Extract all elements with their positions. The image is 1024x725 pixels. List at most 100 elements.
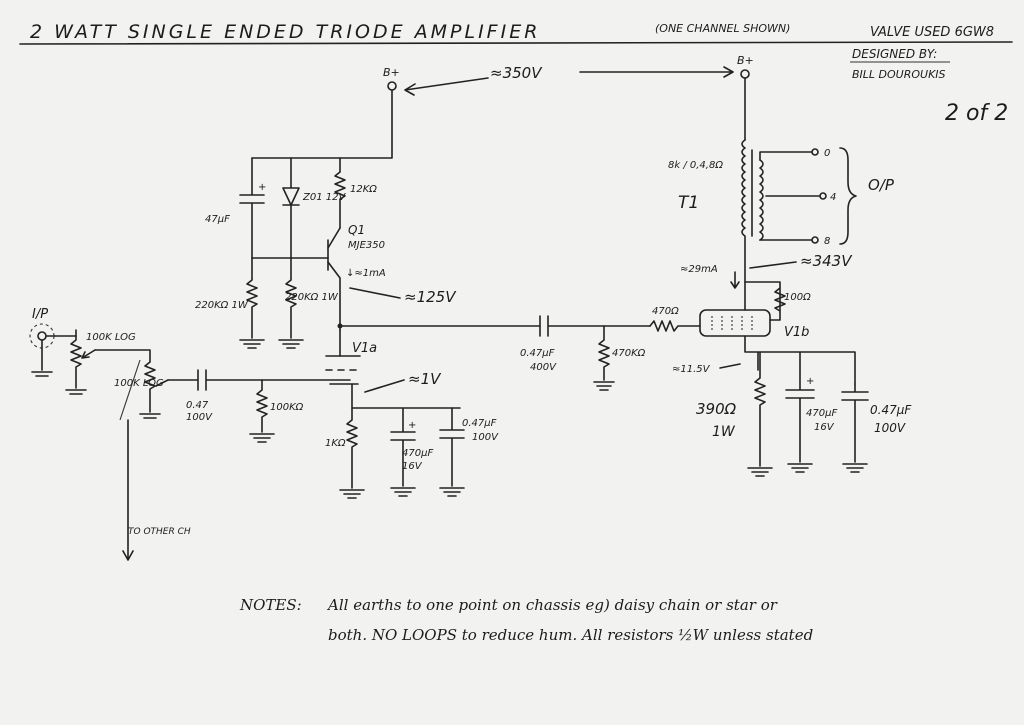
supply-voltage-label: ≈350V	[490, 64, 543, 82]
tap-4-terminal	[819, 192, 827, 200]
resistor-100k-grid	[256, 379, 268, 433]
resistor-390-cathode	[754, 351, 766, 467]
resistor-220k-b-label: 220KΩ 1W	[285, 292, 339, 303]
bypass-capacitor-47uf	[239, 157, 265, 259]
resistor-1k	[346, 407, 358, 489]
q1-current: ↓≈1mA	[346, 268, 386, 279]
cap-470uf-v1b-rating: 16V	[814, 422, 835, 433]
ground-symbol	[239, 339, 265, 349]
coupling-cap-value: 0.47µF	[520, 348, 555, 359]
ground-symbol	[278, 339, 304, 349]
output-brace	[839, 147, 857, 245]
bypass-cap-plus: +	[258, 182, 266, 193]
bypass-cap-label: 47µF	[205, 214, 230, 225]
resistor-220k-a	[246, 257, 258, 339]
input-coupling-capacitor	[167, 369, 351, 391]
arrow-to-left-b-plus	[404, 77, 489, 96]
b-plus-left-label: B+	[383, 66, 400, 79]
cathode-voltage-pointer	[364, 379, 405, 393]
plate-voltage-pointer	[349, 287, 401, 299]
notes-label: NOTES:	[239, 596, 302, 614]
resistor-12k-label: 12KΩ	[350, 184, 377, 195]
b-plus-feed-wire	[251, 89, 393, 159]
designer-name: BILL DOUROUKIS	[852, 68, 946, 81]
input-ground	[31, 339, 53, 377]
ground-symbol	[390, 487, 416, 497]
resistor-1k-label: 1KΩ	[325, 438, 346, 449]
to-other-channel-label: TO OTHER CH	[128, 527, 191, 537]
tap-0-label: 0	[824, 148, 830, 159]
ground-symbol	[842, 463, 868, 473]
v1b-grids	[711, 316, 753, 330]
ground-symbol	[593, 381, 615, 391]
capacitor-047uf-v1a	[439, 407, 465, 487]
designed-by-label: DESIGNED BY:	[852, 47, 937, 61]
grid-stopper-label: 470Ω	[652, 306, 679, 317]
valve-used: VALVE USED 6GW8	[870, 25, 994, 40]
ground-symbol	[439, 487, 465, 497]
b-plus-left-terminal	[387, 81, 397, 91]
pot-2-label: 100K LOG	[114, 378, 164, 389]
cap-470uf-v1a-label: 470µF	[402, 448, 433, 459]
anode-voltage-pointer	[749, 261, 797, 269]
transformer-name: T1	[678, 193, 699, 213]
cap-047uf-v1a-label: 0.47µF	[462, 418, 497, 429]
v1a-cathode-wire	[351, 383, 461, 409]
transformer-ratio: 8k / 0,4,8Ω	[668, 160, 723, 171]
cap-047uf-v1b-label: 0.47µF	[870, 403, 912, 417]
notes-line-1: All earths to one point on chassis eg) d…	[326, 596, 778, 614]
cathode-resistor-2-value: 390Ω	[696, 400, 737, 418]
notes-line-2: both. NO LOOPS to reduce hum. All resist…	[328, 626, 813, 644]
v1b-label: V1b	[784, 325, 809, 340]
transformer-secondary	[759, 159, 764, 241]
pot-2-wiper	[155, 379, 169, 387]
cap-470uf-v1a-rating: 16V	[402, 461, 423, 472]
capacitor-470uf-v1a	[390, 407, 416, 487]
zener-diode	[282, 157, 300, 259]
anode-current-label: ≈29mA	[680, 264, 718, 275]
tap-8-label: 8	[824, 236, 830, 247]
tap-4-label: 4	[830, 192, 836, 203]
ground-symbol	[65, 389, 87, 395]
schematic-title: 2 WATT SINGLE ENDED TRIODE AMPLIFIER	[30, 21, 540, 43]
resistor-220k-a-label: 220KΩ 1W	[195, 300, 249, 311]
input-cap-rating: 100V	[186, 412, 213, 423]
screen-resistor-label: 100Ω	[784, 292, 811, 303]
v1a-anode-grid	[325, 355, 361, 371]
ground-symbol	[787, 463, 813, 473]
gang-link	[119, 359, 141, 421]
coupling-capacitor	[539, 315, 651, 337]
schematic-subtitle: (ONE CHANNEL SHOWN)	[655, 22, 790, 35]
resistor-470k-label: 470KΩ	[612, 348, 646, 359]
cathode-voltage-label: ≈1V	[408, 370, 442, 388]
resistor-12k	[334, 157, 346, 229]
pot-1-wiper	[81, 349, 96, 359]
cathode-resistor-2-rating: 1W	[712, 424, 736, 440]
pot-1-label: 100K LOG	[86, 332, 136, 343]
to-other-channel-arrow	[122, 419, 134, 561]
input-cap-value: 0.47	[186, 400, 209, 411]
plate-voltage-label: ≈125V	[404, 288, 457, 306]
capacitor-470uf-v1b	[785, 351, 815, 463]
arrow-to-right-b-plus	[579, 66, 734, 78]
anode-current-arrow	[730, 271, 740, 289]
q1-emitter-collector	[327, 227, 341, 331]
tap-0-terminal	[811, 148, 819, 156]
q1-part: MJE350	[348, 240, 385, 251]
cap-470uf-v1b-label: 470µF	[806, 408, 837, 419]
pot-100k-2	[94, 349, 156, 413]
b-plus-right-terminal	[740, 69, 750, 79]
q1-name: Q1	[348, 223, 365, 237]
transformer-primary	[741, 139, 746, 311]
coupling-cap-rating: 400V	[530, 362, 557, 373]
title-underline	[19, 41, 1013, 45]
capacitor-047uf-v1b	[841, 383, 869, 463]
cap-047uf-v1a-rating: 100V	[472, 432, 499, 443]
input-jack	[37, 331, 47, 341]
anode-voltage-label: ≈343V	[800, 252, 853, 270]
ground-symbol	[747, 467, 773, 477]
v1a-plate-lead	[329, 329, 359, 385]
ground-symbol	[249, 433, 275, 443]
zener-label: Z01 12V	[302, 192, 346, 203]
b-plus-right-label: B+	[737, 54, 754, 67]
